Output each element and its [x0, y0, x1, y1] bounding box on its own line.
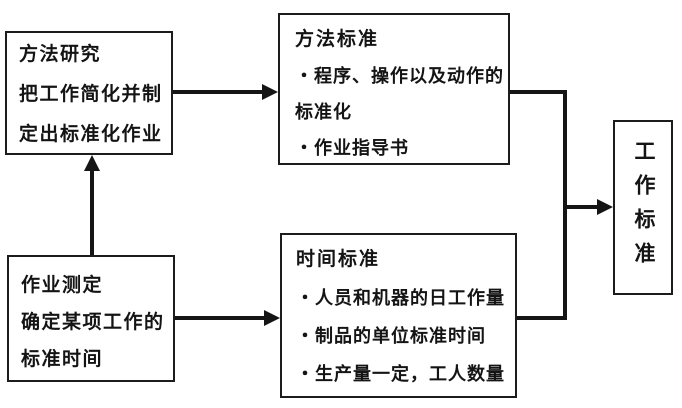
work-measurement-text-line: 确定某项工作的: [21, 312, 165, 333]
method-standard-bullet-line: ・作业指导书: [295, 138, 409, 158]
box-time-standard: 时间标准 ・人员和机器的日工作量 ・制品的单位标准时间 ・生产量一定，工人数量: [280, 233, 517, 398]
method-standard-bullet-line: ・程序、操作以及动作的: [295, 66, 504, 86]
arrow-work-measurement-to-time-standard: [175, 310, 280, 326]
method-study-text-line: 定出标准化作业: [19, 124, 163, 145]
box-work-measurement: 作业测定 确定某项工作的 标准时间: [7, 255, 175, 382]
arrow-work-measurement-to-method-study: [84, 155, 100, 255]
time-standard-bullet-line: ・制品的单位标准时间: [296, 326, 486, 346]
box-method-study: 方法研究 把工作简化并制 定出标准化作业: [5, 31, 173, 155]
method-standard-text-line: 标准化: [295, 102, 352, 122]
work-standard-label: 工作标准: [632, 139, 655, 276]
time-standard-bullet-line: ・生产量一定，工人数量: [296, 364, 505, 384]
method-study-title: 方法研究: [19, 44, 102, 65]
box-method-standard: 方法标准 ・程序、操作以及动作的 标准化 ・作业指导书: [278, 13, 510, 165]
connector-standards-merge: [510, 90, 567, 320]
arrow-method-study-to-method-standard: [173, 84, 278, 100]
time-standard-bullet-line: ・人员和机器的日工作量: [296, 288, 505, 308]
method-standard-title: 方法标准: [295, 29, 380, 50]
method-study-text-line: 把工作简化并制: [19, 84, 163, 105]
arrow-merge-to-work-standard: [565, 199, 613, 215]
box-work-standard: 工作标准: [613, 120, 673, 295]
time-standard-title: 时间标准: [296, 249, 381, 270]
work-measurement-title: 作业测定: [21, 275, 104, 296]
work-measurement-text-line: 标准时间: [21, 349, 104, 370]
